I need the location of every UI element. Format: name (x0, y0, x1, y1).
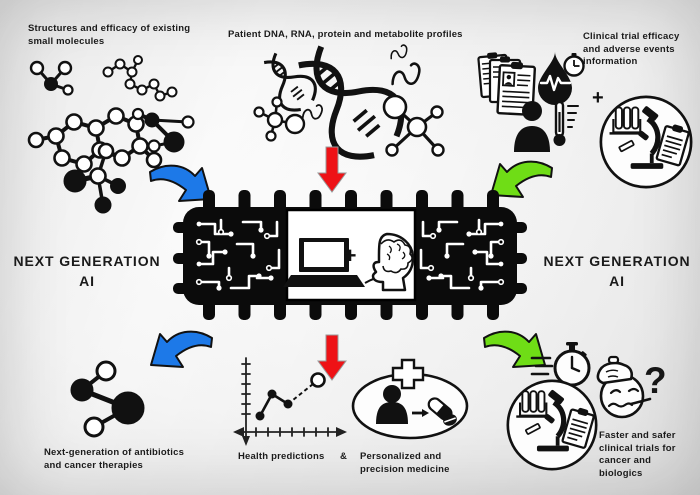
sick-patient-face-icon (596, 355, 652, 419)
round-pill-icon (443, 414, 457, 426)
label-personalized-medicine: Personalized and precision medicine (360, 451, 450, 475)
ice-pack-icon (596, 361, 634, 385)
health-predictions-chart (233, 357, 347, 446)
label-clinical-trial-info: Clinical trial efficacy and adverse even… (583, 31, 680, 68)
dna-rna-profiles-icon (253, 52, 445, 170)
personalized-medicine-icon (351, 358, 469, 440)
stopwatch-icon (530, 342, 591, 387)
small-molecules-icon (27, 55, 195, 214)
antibiotic-molecule-icon (70, 360, 145, 438)
label-antibiotics-therapies: Next-generation of antibiotics and cance… (44, 447, 185, 471)
label-small-molecules: Structures and efficacy of existing smal… (28, 23, 191, 47)
label-health-predictions: Health predictions (238, 451, 325, 462)
label-ampersand: & (340, 451, 348, 462)
patient-fever-icon (514, 100, 579, 152)
lab-research-icon-bottom (505, 378, 599, 472)
label-next-gen-ai-left: NEXT GENERATION AI (13, 253, 161, 290)
lab-research-icon-top (598, 94, 694, 190)
laptop-icon (283, 238, 402, 287)
label-patient-profiles: Patient DNA, RNA, protein and metabolite… (228, 29, 463, 40)
blood-drop-monitor-icon (538, 52, 585, 105)
plus-sign-chip: + (344, 243, 357, 268)
blue-arrow-out-icon (150, 330, 213, 368)
plus-sign-top-right: + (592, 87, 604, 109)
brain-head-icon (371, 232, 415, 292)
medical-records-icon (477, 52, 537, 116)
question-mark: ? (644, 360, 667, 401)
ai-chip: + (173, 190, 527, 320)
label-faster-trials: Faster and safer clinical trials for can… (599, 430, 676, 479)
label-next-gen-ai-right: NEXT GENERATION AI (543, 253, 691, 290)
medical-cross-icon (391, 358, 425, 390)
